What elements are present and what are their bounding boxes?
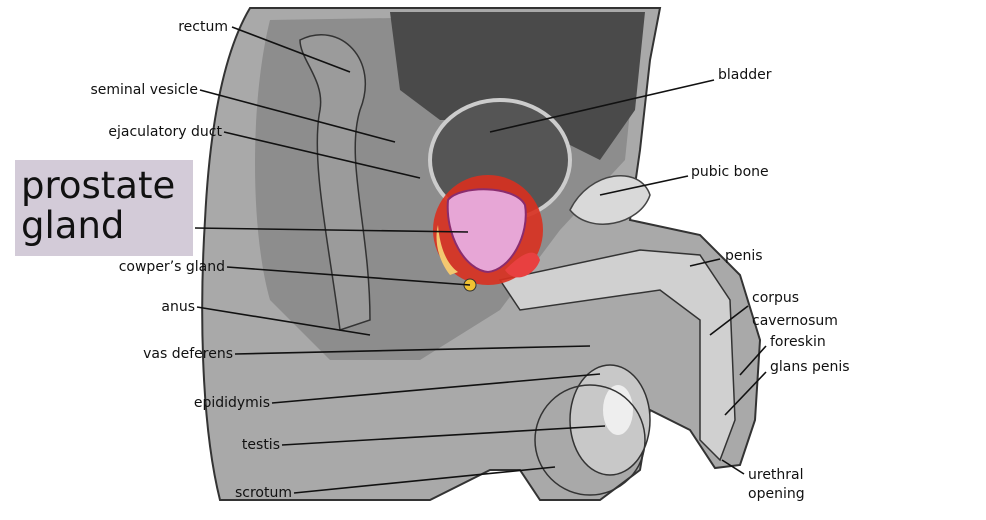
label-scrotum: scrotum [235, 485, 292, 501]
prostate-gland-shape [446, 188, 527, 274]
label-anus: anus [161, 299, 195, 315]
prostate-label-line2: gland [21, 204, 125, 247]
label-urethral: urethral [748, 467, 804, 483]
label-testis: testis [242, 437, 280, 453]
label-epididymis: epididymis [194, 395, 270, 411]
label-corpus: corpus [752, 290, 799, 306]
label-pubic-bone: pubic bone [691, 164, 769, 180]
label-opening: opening [748, 486, 805, 502]
label-penis: penis [725, 248, 763, 264]
label-vas-deferens: vas deferens [143, 346, 233, 362]
label-seminal-vesicle: seminal vesicle [90, 82, 198, 98]
scrotum-shape [534, 384, 646, 496]
label-ejaculatory-duct: ejaculatory duct [108, 124, 222, 140]
label-cavernosum: cavernosum [752, 313, 838, 329]
label-foreskin: foreskin [770, 334, 826, 350]
leader-lines [194, 26, 767, 494]
yellow-tissue [436, 225, 458, 275]
label-bladder: bladder [718, 67, 772, 83]
label-rectum: rectum [178, 19, 228, 35]
prostate-gland-label-box: prostate gland [15, 160, 193, 256]
cowpers-gland-shape [505, 252, 540, 278]
label-glans-penis: glans penis [770, 359, 850, 375]
prostate-label-line1: prostate [21, 164, 176, 207]
abdominal-cavity [390, 12, 645, 160]
label-cowpers-gland: cowper’s gland [119, 259, 225, 275]
penis-shape [498, 249, 736, 462]
rectum-shape [299, 34, 371, 332]
